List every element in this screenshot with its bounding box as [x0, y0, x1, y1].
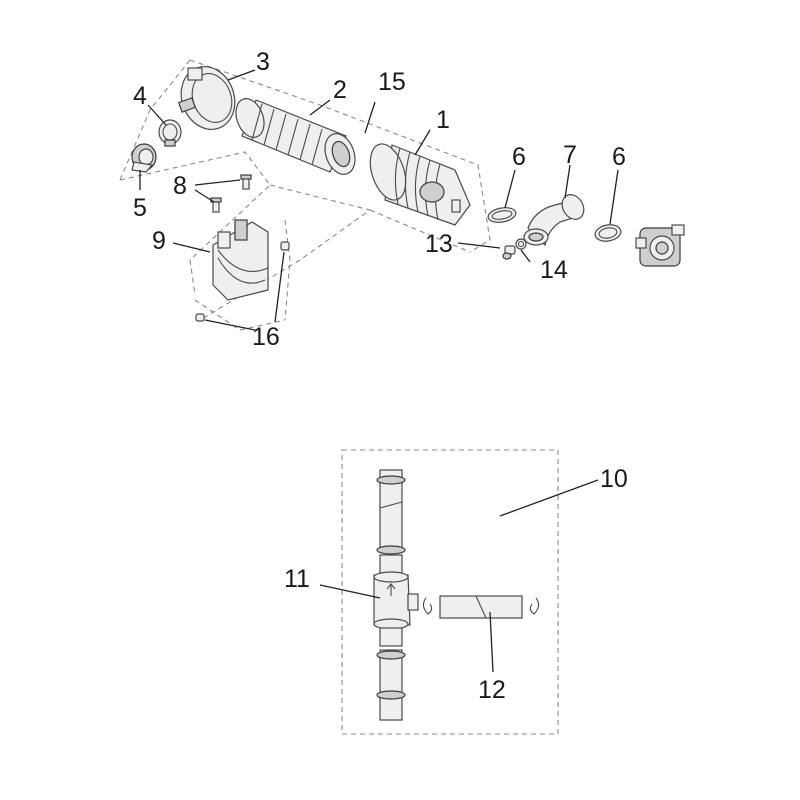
- callout-10: 10: [600, 465, 628, 493]
- callout-4: 4: [133, 82, 147, 110]
- hose-clamp-right-part: [594, 224, 622, 242]
- small-clamp-part: [158, 119, 182, 147]
- inline-filter-part: [373, 571, 419, 647]
- callout-9: 9: [152, 227, 166, 255]
- callout-13: 13: [425, 230, 453, 258]
- bolt-parts: [210, 174, 252, 213]
- callout-2: 2: [333, 76, 347, 104]
- clamp-ring-part: [177, 66, 236, 130]
- leader-lines: [139, 69, 619, 673]
- vacuator-valve-part: [131, 143, 157, 173]
- callout-6-right: 6: [612, 143, 626, 171]
- air-cleaner-housing-part: [369, 143, 471, 226]
- callout-6-left: 6: [512, 143, 526, 171]
- upper-assembly-outline: [119, 59, 491, 331]
- callout-3: 3: [256, 48, 270, 76]
- mounting-bracket-part: [212, 219, 269, 301]
- horizontal-hose-part: [422, 595, 540, 619]
- callout-11: 11: [284, 565, 310, 593]
- lower-kit-outline: [341, 449, 559, 735]
- callout-15: 15: [378, 68, 406, 96]
- o-ring-part: [515, 238, 527, 250]
- callout-7: 7: [563, 141, 577, 169]
- lower-hose-part: [376, 649, 406, 721]
- callout-8: 8: [173, 172, 187, 200]
- filter-element-part: [235, 98, 356, 175]
- callout-14: 14: [540, 256, 568, 284]
- hose-clamp-left-part: [487, 207, 517, 223]
- callout-12: 12: [478, 676, 506, 704]
- vertical-hose-assembly-part: [376, 469, 406, 574]
- callout-16: 16: [252, 323, 280, 351]
- hose-fitting-part: [502, 245, 516, 260]
- nut-parts: [195, 241, 290, 322]
- elbow-hose-part: [523, 194, 585, 247]
- callout-5: 5: [133, 194, 147, 222]
- callout-1: 1: [436, 106, 450, 134]
- throttle-body-part: [635, 224, 685, 267]
